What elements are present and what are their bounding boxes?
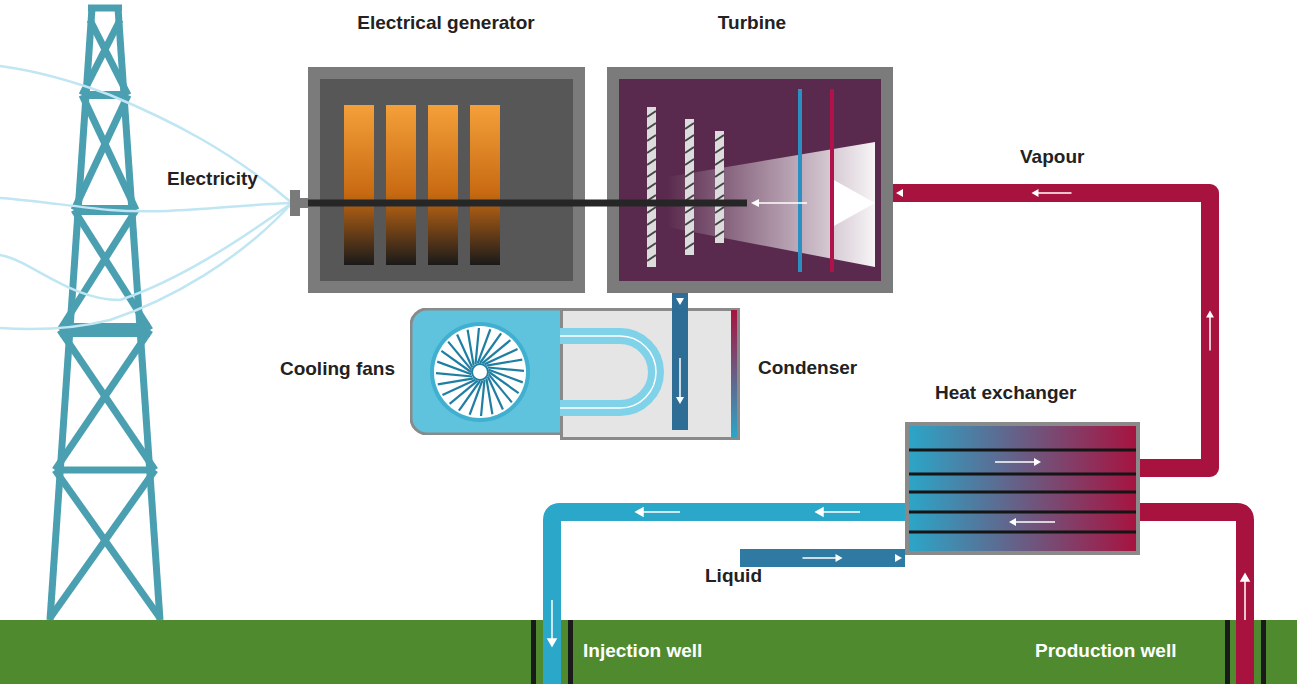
ground [0,620,1297,684]
flow-label: Injection well [583,640,702,662]
fans-box: Cooling fans [410,308,560,435]
part-heading: Condenser [758,357,857,379]
flow-label: Production well [1035,640,1176,662]
flow-arrowhead [836,554,843,562]
electric-plug [290,190,300,216]
flow-arrows [548,508,860,646]
generator-drawing [308,67,585,293]
power-wires [0,66,292,329]
part-heading: Heat exchanger [935,382,1077,404]
part-heading: Electrical generator [357,12,534,34]
well-casing [1225,620,1230,684]
flow-arrows [1241,574,1249,620]
pipe-connector [740,554,905,562]
part-heading: Turbine [718,12,786,34]
turbine-box: Turbine [607,67,893,293]
connector-line [740,549,905,567]
hx-drawing [905,422,1140,555]
well-casing [568,620,573,684]
drive-shaft [585,203,607,204]
well-casing [1261,620,1266,684]
connector-line [585,200,607,207]
flow-arrowhead [1206,311,1214,318]
fans-drawing [410,308,560,435]
flow-arrowhead [895,554,902,562]
generator-box: Electrical generator [308,67,585,293]
condenser-box: Condenser [560,308,740,440]
flow-arrowhead [1032,189,1039,197]
flow-label: Electricity [167,168,258,190]
flow-arrowhead [896,189,903,197]
hx-box: Heat exchanger [905,422,1140,555]
flow-arrowhead [676,298,684,305]
flow-arrow [803,557,837,559]
flow-label: Liquid [705,565,762,587]
condenser-drawing [560,308,740,440]
liquid-pipe [552,512,905,684]
transmission-tower [50,8,160,620]
pipe-connector [676,293,684,308]
part-heading: Cooling fans [280,358,395,380]
flow-arrow [1209,317,1211,351]
well-casing [531,620,536,684]
turbine-drawing [607,67,893,293]
connector-line [672,293,688,308]
flow-label: Vapour [1020,146,1084,168]
flow-arrow [1038,192,1072,194]
